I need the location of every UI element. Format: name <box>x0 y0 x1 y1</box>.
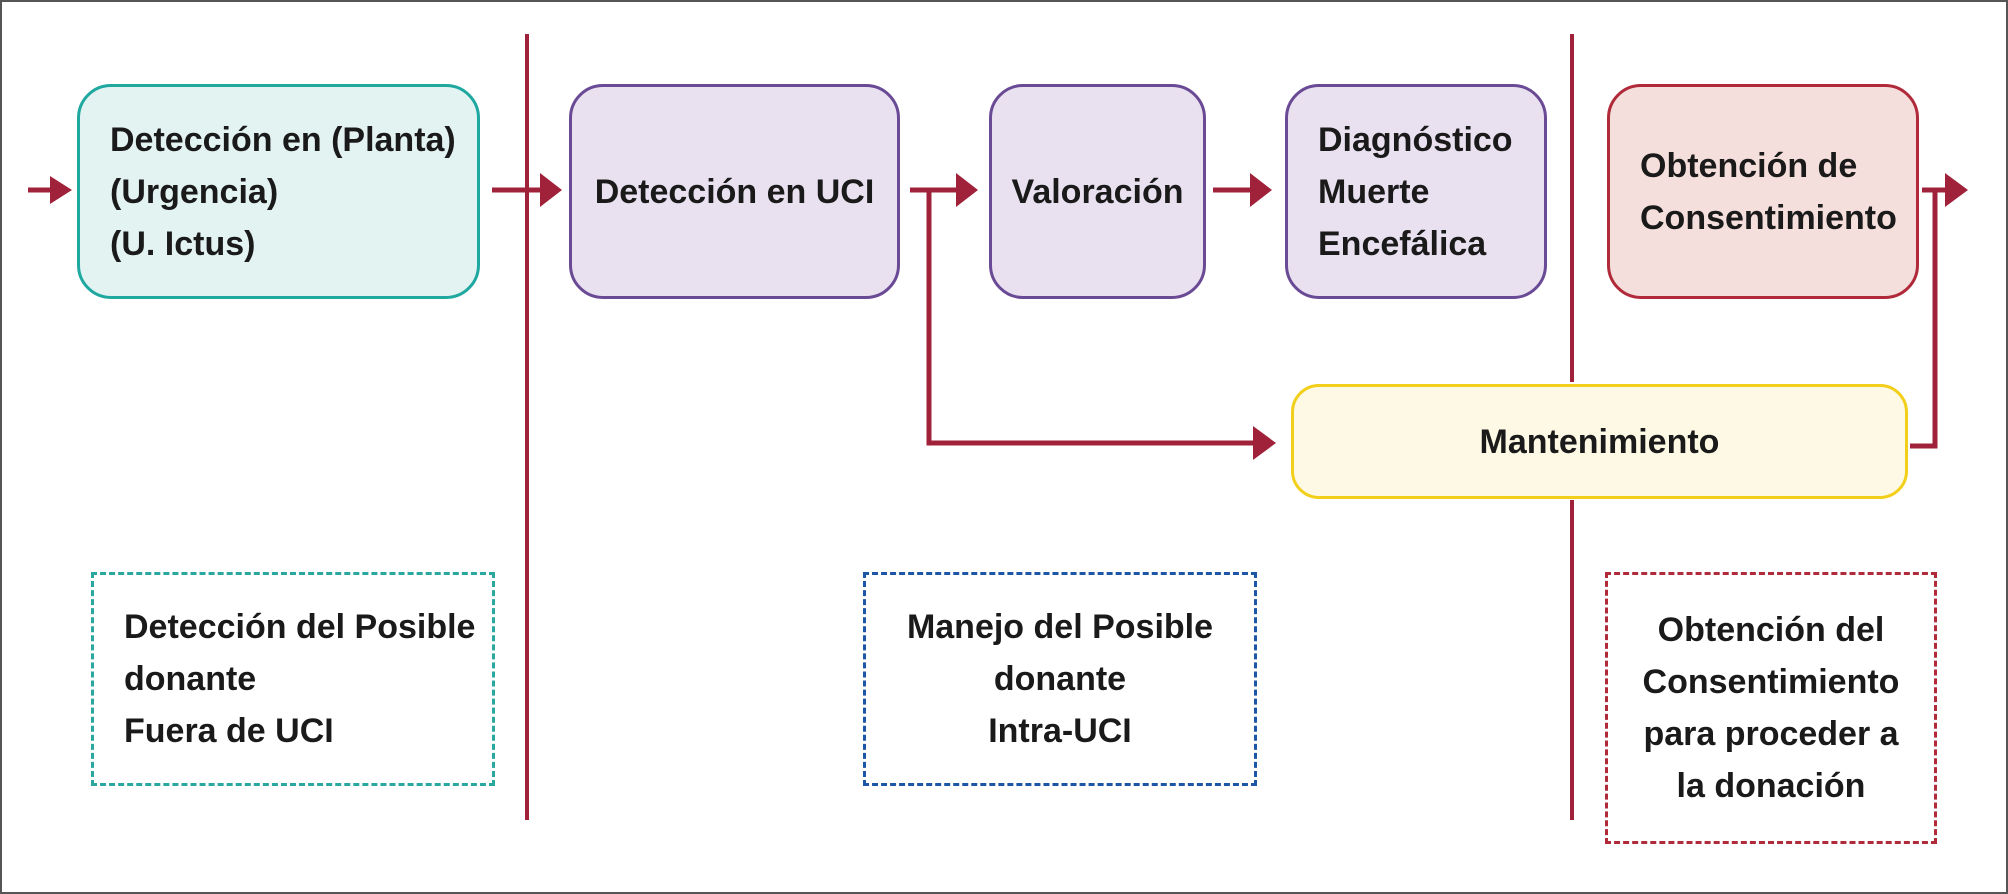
arrow-to-brain-death-head <box>1250 173 1272 207</box>
detection-icu-label: Detección en UCI <box>594 172 875 211</box>
consent-box: Obtención de Consentimiento <box>1607 84 1919 299</box>
arrow-to-maintenance-head <box>1253 426 1276 460</box>
phase-intra-icu-label: Manejo del Posible donante Intra-UCI <box>906 608 1214 750</box>
phase-intra-icu-box: Manejo del Posible donante Intra-UCI <box>863 572 1257 786</box>
brain-death-box: Diagnóstico Muerte Encefálica <box>1285 84 1547 299</box>
arrow-to-icu-head <box>540 173 562 207</box>
detection-icu-box: Detección en UCI <box>569 84 900 299</box>
phase-consent-label: Obtención del Consentimiento para proced… <box>1642 611 1900 805</box>
assessment-box: Valoración <box>989 84 1206 299</box>
entry-arrow-head <box>50 176 72 204</box>
phase-outside-icu-box: Detección del Posible donante Fuera de U… <box>91 572 495 786</box>
maintenance-box: Mantenimiento <box>1291 384 1908 499</box>
brain-death-label: Diagnóstico Muerte Encefálica <box>1318 120 1513 263</box>
consent-label: Obtención de Consentimiento <box>1640 146 1897 237</box>
arrow-to-maintenance-line <box>926 190 1255 446</box>
assessment-label: Valoración <box>1011 172 1184 211</box>
exit-arrow-head <box>1945 173 1968 207</box>
maintenance-to-exit-line <box>1910 190 1938 449</box>
phase-consent-box: Obtención del Consentimiento para proced… <box>1605 572 1937 844</box>
arrow-to-assessment-head <box>956 173 978 207</box>
detection-outside-box: Detección en (Planta) (Urgencia) (U. Ict… <box>77 84 480 299</box>
maintenance-label: Mantenimiento <box>1479 422 1720 461</box>
detection-outside-label: Detección en (Planta) (Urgencia) (U. Ict… <box>110 120 456 263</box>
phase-outside-icu-label: Detección del Posible donante Fuera de U… <box>124 608 476 750</box>
